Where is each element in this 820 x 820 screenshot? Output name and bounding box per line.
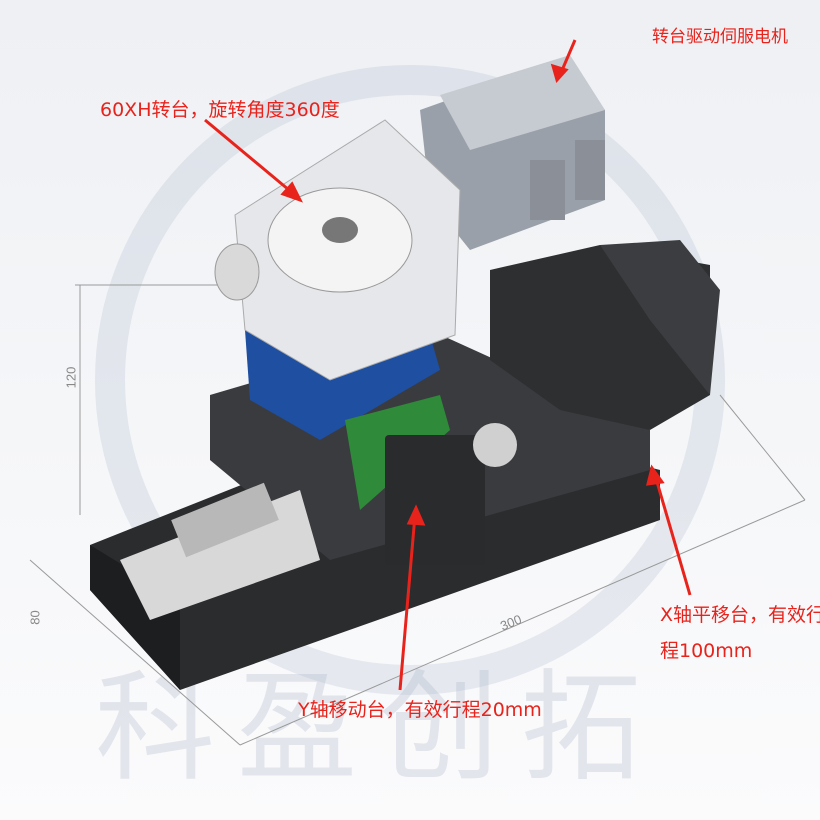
label-y-stage: Y轴移动台，有效行程20mm [298,699,542,721]
annotation-arrows [204,39,692,691]
y-axis-motor [385,435,485,565]
dimension-lines [29,284,806,746]
label-x-stage-line2: 程100mm [660,640,753,662]
dimension-height: 120 [63,366,79,389]
lead-screw [171,482,279,558]
label-rotary-stage: 60XH转台，旋转角度360度 [100,99,340,121]
label-servo-motor: 转台驱动伺服电机 [652,27,788,47]
micrometer-knob [473,423,517,467]
label-x-stage-line1: X轴平移台，有效行 [660,604,820,626]
dimension-width: 80 [27,610,43,625]
